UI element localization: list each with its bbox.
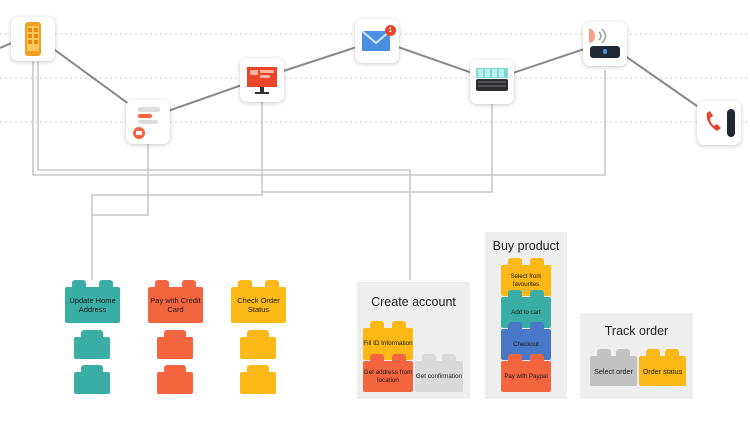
brick-get-confirmation[interactable]: Get confirmation <box>415 354 463 392</box>
email-envelope-icon <box>361 30 391 51</box>
phone-call-icon <box>706 109 735 137</box>
brick-order-status[interactable]: Order status <box>639 349 686 386</box>
desktop-monitor-icon <box>247 67 277 94</box>
tablet-ui-icon <box>133 107 160 139</box>
smartphone-icon <box>25 22 41 56</box>
device-phone-call[interactable] <box>697 101 741 145</box>
device-voice-assistant[interactable] <box>583 22 627 66</box>
brick-orange-stack-1 <box>157 330 193 359</box>
device-desktop[interactable] <box>240 58 284 102</box>
device-smartphone[interactable] <box>11 17 55 61</box>
keyboard-icon <box>476 68 508 91</box>
device-tablet[interactable] <box>126 100 170 144</box>
brick-pay-with-paypal[interactable]: Pay with Paypal <box>501 354 551 392</box>
device-email[interactable]: 1 <box>355 19 399 63</box>
brick-teal-stack-2 <box>74 365 110 394</box>
brick-pay-with-credit-card[interactable]: Pay with Credit Card <box>148 280 203 323</box>
panel-track-order: Track order Select order Order status <box>580 313 693 399</box>
brick-select-order[interactable]: Select order <box>590 349 637 386</box>
panel-create-account: Create account Fill ID Information Get a… <box>357 282 470 399</box>
panel-title-buy-product: Buy product <box>492 239 560 253</box>
panel-title-create-account: Create account <box>371 295 456 309</box>
panel-title-track-order: Track order <box>604 324 669 338</box>
panel-buy-product: Buy product Select from favourites Add t… <box>485 232 567 399</box>
brick-get-address-from-location[interactable]: Get address from location <box>363 354 413 392</box>
device-keyboard[interactable] <box>470 60 514 104</box>
email-badge: 1 <box>385 25 396 36</box>
brick-yellow-stack-2 <box>240 365 276 394</box>
voice-assistant-icon <box>589 28 620 58</box>
brick-update-home-address[interactable]: Update Home Address <box>65 280 120 323</box>
brick-check-order-status[interactable]: Check Order Status <box>231 280 286 323</box>
brick-teal-stack-1 <box>74 330 110 359</box>
brick-yellow-stack-1 <box>240 330 276 359</box>
brick-orange-stack-2 <box>157 365 193 394</box>
